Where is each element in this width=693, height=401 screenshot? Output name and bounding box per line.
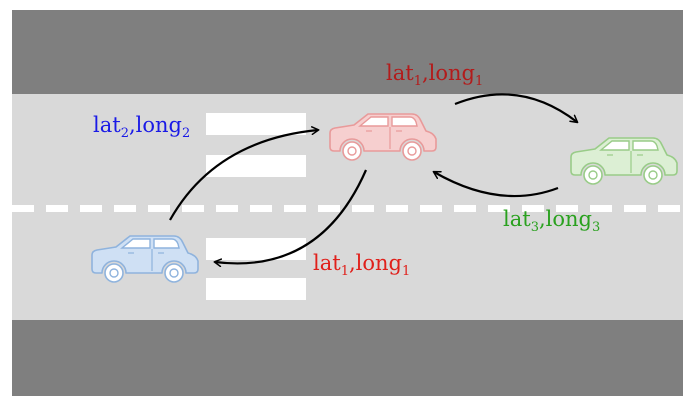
label-right-green: lat3,long3 bbox=[503, 207, 600, 235]
lane-dash bbox=[352, 205, 374, 212]
label-subscript: 3 bbox=[531, 220, 539, 235]
label-base: lat bbox=[386, 61, 414, 85]
lane-dash bbox=[216, 205, 238, 212]
lane-divider bbox=[12, 205, 680, 212]
car-part bbox=[632, 140, 659, 151]
label-subscript: 2 bbox=[121, 126, 129, 141]
lane-dash bbox=[522, 205, 544, 212]
label-base: lat bbox=[93, 113, 121, 137]
label-subscript: 1 bbox=[341, 264, 349, 279]
wheel bbox=[342, 141, 362, 161]
wheel bbox=[643, 165, 663, 185]
label-subscript: 2 bbox=[182, 126, 190, 141]
label-top-red: lat1,long1 bbox=[386, 61, 483, 89]
wheel bbox=[347, 146, 357, 156]
lane-dash bbox=[318, 205, 340, 212]
label-base: ,long bbox=[539, 207, 592, 231]
wheel bbox=[402, 141, 422, 161]
car-icon bbox=[329, 113, 437, 161]
lane-dash bbox=[80, 205, 102, 212]
lane-dash bbox=[182, 205, 204, 212]
lane-dash bbox=[420, 205, 442, 212]
wheel bbox=[109, 268, 119, 278]
label-base: lat bbox=[313, 251, 341, 275]
label-subscript: 1 bbox=[414, 74, 422, 89]
label-base: ,long bbox=[349, 251, 402, 275]
label-bottom-red: lat1,long1 bbox=[313, 251, 410, 279]
label-subscript: 1 bbox=[475, 74, 483, 89]
crosswalk-stripe bbox=[206, 155, 306, 177]
car-part bbox=[153, 238, 180, 249]
lane-dash bbox=[488, 205, 510, 212]
lane-dash bbox=[454, 205, 476, 212]
car-part bbox=[120, 238, 151, 249]
lane-dash bbox=[624, 205, 646, 212]
lane-dash bbox=[556, 205, 578, 212]
wheel bbox=[588, 170, 598, 180]
lane-dash bbox=[284, 205, 306, 212]
lane-dash bbox=[46, 205, 68, 212]
lane-dash bbox=[12, 205, 34, 212]
arrow-icon bbox=[213, 169, 368, 268]
label-left-blue: lat2,long2 bbox=[93, 113, 190, 141]
arrows bbox=[169, 93, 579, 268]
crosswalk bbox=[206, 113, 306, 300]
arrow-icon bbox=[432, 170, 559, 198]
lane-dash bbox=[658, 205, 680, 212]
label-base: lat bbox=[503, 207, 531, 231]
crosswalk-stripe bbox=[206, 238, 306, 260]
wheel bbox=[407, 146, 417, 156]
car-part bbox=[599, 140, 630, 151]
arrow-icon bbox=[169, 126, 320, 221]
crosswalk-stripe bbox=[206, 278, 306, 300]
upper-shoulder bbox=[12, 10, 683, 94]
car-part bbox=[391, 116, 418, 127]
lane-dash bbox=[590, 205, 612, 212]
wheel bbox=[164, 263, 184, 283]
lane-dash bbox=[114, 205, 136, 212]
car-part bbox=[358, 116, 389, 127]
lane-dash bbox=[148, 205, 170, 212]
label-subscript: 3 bbox=[592, 220, 600, 235]
lane-dash bbox=[386, 205, 408, 212]
label-base: ,long bbox=[129, 113, 182, 137]
lane-dash bbox=[250, 205, 272, 212]
car-icon bbox=[91, 235, 199, 283]
label-subscript: 1 bbox=[402, 264, 410, 279]
car-icon bbox=[570, 137, 678, 185]
lower-shoulder bbox=[12, 320, 683, 396]
wheel bbox=[169, 268, 179, 278]
wheel bbox=[104, 263, 124, 283]
wheel bbox=[648, 170, 658, 180]
crosswalk-stripe bbox=[206, 113, 306, 135]
label-base: ,long bbox=[422, 61, 475, 85]
arrow-icon bbox=[454, 93, 579, 124]
wheel bbox=[583, 165, 603, 185]
